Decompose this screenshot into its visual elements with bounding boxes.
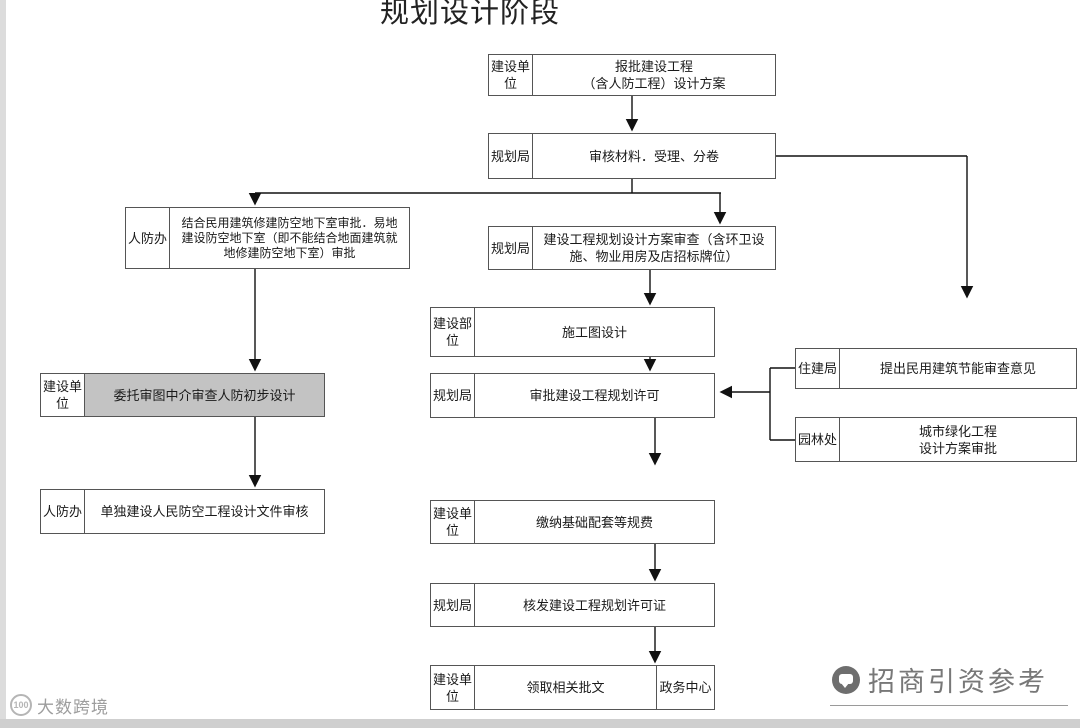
brand-100-icon: 100 bbox=[10, 694, 32, 716]
box-label: 建设单位 bbox=[431, 501, 475, 543]
box-content: 审核材料．受理、分卷 bbox=[588, 148, 719, 164]
page-title: 规划设计阶段 bbox=[379, 0, 560, 29]
box-content: 领取相关批文 bbox=[526, 680, 605, 695]
box-label: 建设单位 bbox=[41, 374, 85, 416]
box-content: 建设工程规划设计方案审查（含环卫设施、物业用房及店招标牌位） bbox=[543, 232, 765, 264]
watermark-right-brand: 招商引资参考 bbox=[832, 660, 1068, 699]
box-content: 核发建设工程规划许可证 bbox=[522, 597, 666, 613]
page-edge-left bbox=[0, 0, 6, 728]
flow-box-construction-drawing: 建设部位 施工图设计 bbox=[430, 307, 715, 357]
box-label: 建设部位 bbox=[431, 308, 475, 356]
flow-box-report-scheme: 建设单位 报批建设工程 （含人防工程）设计方案 bbox=[488, 54, 776, 96]
right-brand-name: 招商引资参考 bbox=[868, 667, 1048, 697]
left-brand-name: 大数跨境 bbox=[37, 697, 109, 717]
box-content: 审批建设工程规划许可 bbox=[529, 388, 660, 403]
box-label: 规划局 bbox=[489, 227, 533, 269]
page-edge-bottom bbox=[0, 719, 1080, 728]
box-label: 人防办 bbox=[41, 490, 85, 533]
flow-box-entrust-review: 建设单位 委托审图中介审查人防初步设计 bbox=[40, 373, 325, 417]
flow-box-collect-documents: 建设单位 领取相关批文 政务中心 bbox=[430, 665, 715, 710]
flow-box-scheme-review: 规划局 建设工程规划设计方案审查（含环卫设施、物业用房及店招标牌位） bbox=[488, 226, 776, 270]
box-content: 缴纳基础配套等规费 bbox=[535, 514, 653, 530]
flow-box-greening-approval: 园林处 城市绿化工程 设计方案审批 bbox=[795, 417, 1077, 462]
flow-box-planning-permit-approval: 规划局 审批建设工程规划许可 bbox=[430, 373, 715, 418]
box-label: 人防办 bbox=[126, 208, 170, 268]
box-label: 规划局 bbox=[431, 584, 475, 626]
box-content: 提出民用建筑节能审查意见 bbox=[879, 361, 1036, 376]
box-content-highlighted: 委托审图中介审查人防初步设计 bbox=[85, 374, 324, 416]
box-content: 结合民用建筑修建防空地下室审批．易地建设防空地下室（即不能结合地面建筑就地修建防… bbox=[181, 215, 398, 260]
box-label: 园林处 bbox=[796, 418, 840, 461]
box-label: 规划局 bbox=[431, 374, 475, 417]
box-label: 建设单位 bbox=[431, 666, 475, 709]
flow-box-energy-review: 住建局 提出民用建筑节能审查意见 bbox=[795, 348, 1077, 389]
box-label: 住建局 bbox=[796, 349, 840, 388]
flow-box-pay-fees: 建设单位 缴纳基础配套等规费 bbox=[430, 500, 715, 544]
flow-box-standalone-review: 人防办 单独建设人民防空工程设计文件审核 bbox=[40, 489, 325, 534]
right-brand-underline bbox=[830, 705, 1068, 706]
box-label: 规划局 bbox=[489, 134, 533, 178]
box-content: 城市绿化工程 设计方案审批 bbox=[918, 423, 997, 456]
flow-box-issue-permit: 规划局 核发建设工程规划许可证 bbox=[430, 583, 715, 627]
box-content: 报批建设工程 （含人防工程）设计方案 bbox=[582, 59, 726, 91]
wechat-account-icon bbox=[832, 665, 860, 694]
flow-box-civil-defense-approval: 人防办 结合民用建筑修建防空地下室审批．易地建设防空地下室（即不能结合地面建筑就… bbox=[125, 207, 410, 269]
box-content: 单独建设人民防空工程设计文件审核 bbox=[100, 504, 309, 519]
flow-box-review-materials: 规划局 审核材料．受理、分卷 bbox=[488, 133, 776, 179]
box-right-label: 政务中心 bbox=[656, 666, 714, 709]
watermark-left-brand: 100 大数跨境 bbox=[10, 692, 109, 718]
box-content: 施工图设计 bbox=[561, 324, 627, 340]
box-label: 建设单位 bbox=[489, 55, 533, 95]
